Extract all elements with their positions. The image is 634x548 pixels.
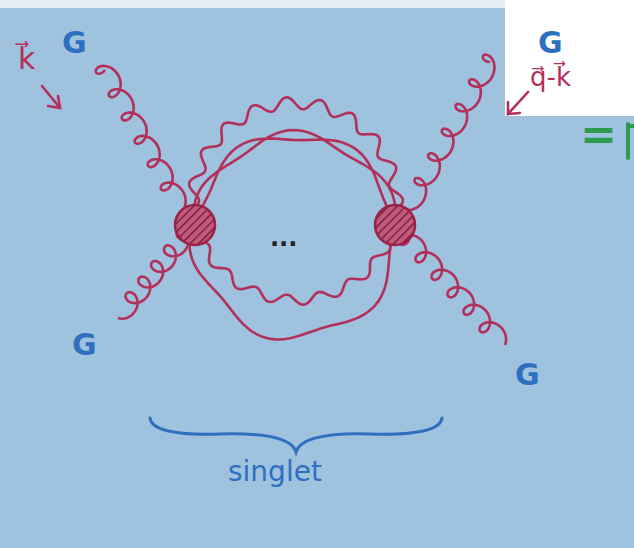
gluon-label: G xyxy=(538,28,563,58)
cut-letter-stroke xyxy=(628,124,634,128)
underbrace xyxy=(150,418,442,452)
gluon-line xyxy=(408,55,495,210)
momentum-label: q⃗-k⃗ xyxy=(530,64,571,90)
cut-letter-stroke xyxy=(626,124,630,158)
momentum-arrow xyxy=(508,92,528,114)
gluon-label: G xyxy=(62,28,87,58)
vertex-blob xyxy=(375,205,415,245)
brace-label: singlet xyxy=(228,458,322,486)
gluon-line xyxy=(96,66,186,210)
vertex-blob xyxy=(175,205,215,245)
wavy-line xyxy=(188,97,403,225)
momentum-arrow xyxy=(42,86,60,108)
gluon-label: G xyxy=(515,360,540,390)
gluon-line xyxy=(118,230,189,319)
wavy-line xyxy=(193,225,395,305)
gluon-line xyxy=(400,235,507,345)
gluon-label: G xyxy=(72,330,97,360)
wavy-line xyxy=(190,130,396,340)
white-panel xyxy=(505,0,634,116)
momentum-label: k⃗ xyxy=(18,44,35,74)
equals-sign: = xyxy=(580,112,617,156)
ellipsis: ... xyxy=(270,226,297,250)
